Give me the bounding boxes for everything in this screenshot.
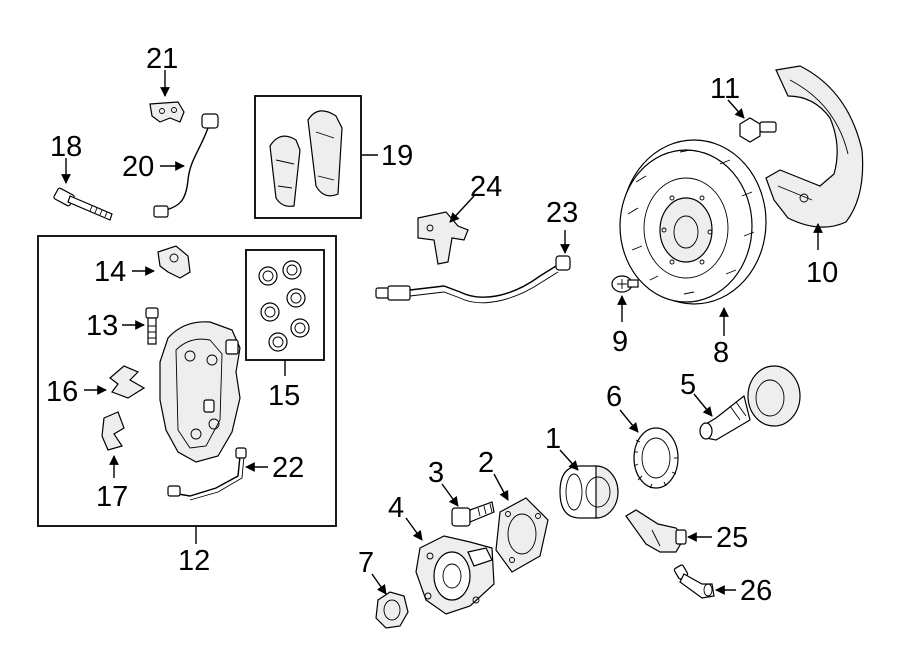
callout-17: 17 <box>96 481 128 513</box>
callout-23: 23 <box>546 197 578 229</box>
part-11-shield-bolt[interactable] <box>739 117 777 143</box>
part-1-wheel-bearing[interactable] <box>559 465 619 519</box>
part-10-splash-shield[interactable] <box>765 65 864 228</box>
part-26-sensor-bolt[interactable] <box>673 564 715 599</box>
callout-9: 9 <box>612 326 628 358</box>
part-12-caliper-body[interactable] <box>159 321 241 463</box>
part-15-seal-kit[interactable] <box>258 260 310 352</box>
part-7-axle-nut[interactable] <box>375 591 409 629</box>
part-9-rotor-screw[interactable] <box>611 275 639 293</box>
part-5-drive-flange[interactable] <box>699 365 801 441</box>
callout-18: 18 <box>50 131 82 163</box>
part-20-sensor-wire[interactable] <box>153 113 219 218</box>
callout-16: 16 <box>46 376 78 408</box>
part-12-caliper-box <box>37 235 337 527</box>
callout-5: 5 <box>680 369 696 401</box>
part-19-pads-box <box>254 95 362 219</box>
part-23-brake-line[interactable] <box>375 255 571 304</box>
callout-19: 19 <box>381 140 413 172</box>
callout-11: 11 <box>710 73 740 105</box>
part-3-hub-bolt[interactable] <box>451 501 495 527</box>
callout-24: 24 <box>470 171 502 203</box>
callout-8: 8 <box>713 337 729 369</box>
part-4-wheel-carrier[interactable] <box>415 535 495 615</box>
callout-2: 2 <box>478 447 494 479</box>
part-18-long-bolt[interactable] <box>53 187 113 221</box>
part-24-hose-bracket[interactable] <box>417 211 469 265</box>
callout-13: 13 <box>86 310 118 342</box>
part-2-seal-plate[interactable] <box>495 497 549 573</box>
callout-20: 20 <box>122 151 154 183</box>
callout-14: 14 <box>94 256 126 288</box>
part-21-bracket[interactable] <box>149 101 185 123</box>
callout-15: 15 <box>268 380 300 412</box>
part-8-brake-rotor[interactable] <box>619 139 767 305</box>
callout-7: 7 <box>358 547 374 579</box>
callout-12: 12 <box>178 545 210 577</box>
part-17-retaining-clip[interactable] <box>101 411 125 451</box>
part-6-abs-tone-ring[interactable] <box>633 427 679 489</box>
callout-6: 6 <box>606 381 622 413</box>
callout-1: 1 <box>545 423 561 455</box>
part-13-bleeder-screw[interactable] <box>145 307 159 345</box>
callout-4: 4 <box>388 492 404 524</box>
callout-26: 26 <box>740 575 772 607</box>
callout-10: 10 <box>806 257 838 289</box>
callout-21: 21 <box>146 43 178 75</box>
part-14-caliper-bracket[interactable] <box>157 245 191 279</box>
callout-22: 22 <box>272 452 304 484</box>
callout-25: 25 <box>716 522 748 554</box>
callout-3: 3 <box>428 457 444 489</box>
part-19-brake-pads[interactable] <box>269 110 343 207</box>
part-25-abs-sensor[interactable] <box>625 509 687 553</box>
part-22-caliper-hose[interactable] <box>167 447 247 501</box>
part-16-spring-clip[interactable] <box>109 365 146 399</box>
